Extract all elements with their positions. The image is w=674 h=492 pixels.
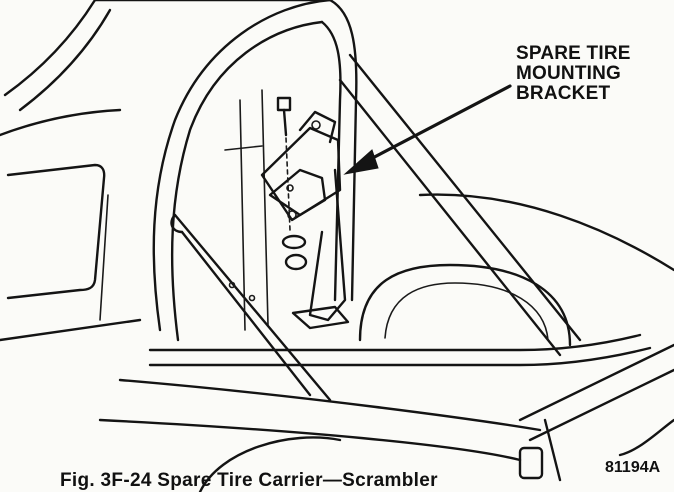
roll-bar-hoop <box>152 0 332 332</box>
bracket-callout-label: SPARE TIRE MOUNTING BRACKET <box>516 44 631 104</box>
rear-brace <box>173 213 332 402</box>
callout-line: MOUNTING <box>516 63 622 84</box>
callout-line: SPARE TIRE <box>516 43 631 64</box>
figure-caption: Fig. 3F-24 Spare Tire Carrier—Scrambler <box>60 470 438 491</box>
body-side-panel <box>0 108 122 137</box>
callout-line: BRACKET <box>516 83 611 104</box>
mounting-bracket <box>260 110 347 322</box>
roll-bar-brace <box>348 53 582 342</box>
tailgate <box>518 343 674 422</box>
figure-code: 81194A <box>605 459 661 476</box>
base-plate <box>291 305 350 330</box>
fender <box>198 436 342 492</box>
side-window <box>6 163 106 300</box>
bolt-stack <box>276 96 308 271</box>
wheel-housing <box>358 263 572 347</box>
cab-roof <box>3 0 97 97</box>
arrow-icon <box>343 84 512 175</box>
cargo-bed <box>148 333 642 352</box>
